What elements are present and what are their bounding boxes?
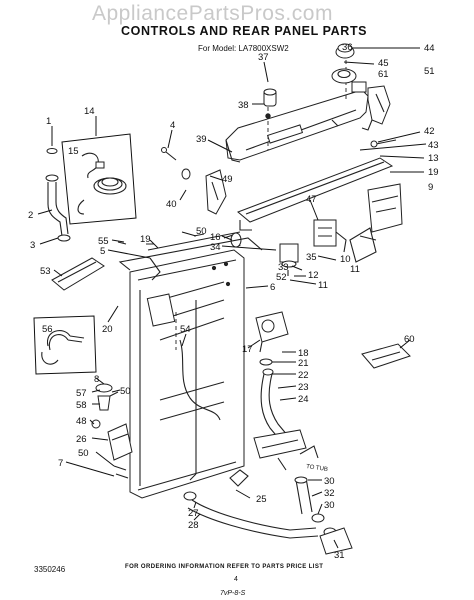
callout-21: 21 — [298, 358, 309, 369]
bracket-53 — [51, 257, 161, 291]
inlet-hose — [45, 148, 71, 242]
screws — [109, 147, 205, 481]
callout-20: 20 — [102, 324, 113, 335]
callout-37: 37 — [258, 52, 269, 63]
callout-numbers: 36 44 37 45 61 51 38 1 14 4 42 43 13 39 … — [28, 42, 439, 561]
callout-32: 32 — [324, 488, 335, 499]
callout-28: 28 — [188, 520, 199, 531]
console-end-cap — [205, 169, 227, 215]
power-cord-group — [61, 133, 137, 225]
callout-52: 52 — [276, 272, 287, 283]
watermark: AppliancePartsPros.com — [92, 2, 333, 25]
callout-42: 42 — [424, 126, 435, 137]
callout-57: 57 — [76, 388, 87, 399]
callout-26: 26 — [76, 434, 87, 445]
callout-31: 31 — [334, 550, 345, 561]
callout-55: 55 — [98, 236, 109, 247]
callout-58: 58 — [76, 400, 87, 411]
pump-bracket — [253, 429, 307, 471]
cabinet-top-rail — [118, 231, 263, 271]
hose-label: TO TUB — [306, 464, 328, 473]
callout-61: 61 — [378, 69, 389, 80]
rear-panel — [129, 249, 245, 499]
callout-25: 25 — [256, 494, 267, 505]
model-line: For Model: LA7800XSW2 — [198, 44, 289, 53]
water-valve — [255, 311, 289, 366]
callout-30b: 30 — [324, 500, 335, 511]
callout-13: 13 — [428, 153, 439, 164]
footer-note: FOR ORDERING INFORMATION REFER TO PARTS … — [125, 564, 324, 570]
callout-5: 5 — [100, 246, 105, 257]
callout-39: 39 — [196, 134, 207, 145]
callout-2: 2 — [28, 210, 33, 221]
callout-11a: 11 — [350, 264, 360, 275]
callout-36: 36 — [342, 42, 353, 53]
callout-6: 6 — [270, 282, 275, 293]
callout-7: 7 — [58, 458, 63, 469]
callout-19a: 19 — [428, 167, 439, 178]
document-number: 3350246 — [34, 565, 66, 574]
knob-38 — [263, 88, 277, 119]
switch-47 — [313, 219, 347, 253]
callout-12: 12 — [308, 270, 319, 281]
timer-box — [359, 183, 403, 241]
callout-49: 49 — [222, 174, 233, 185]
callout-27: 27 — [188, 508, 199, 519]
callout-33: 33 — [278, 262, 289, 273]
callout-48: 48 — [76, 416, 87, 427]
handwritten-note: 7vP-8-S — [220, 590, 246, 597]
callout-50b: 50 — [120, 386, 131, 397]
callout-4: 4 — [170, 120, 175, 131]
switch-assembly-51 — [351, 81, 391, 131]
callout-24: 24 — [298, 394, 309, 405]
callout-40: 40 — [166, 199, 177, 210]
callout-16: 16 — [210, 232, 221, 243]
timer-knob — [331, 43, 357, 84]
callout-23: 23 — [298, 382, 309, 393]
callout-9: 9 — [428, 182, 433, 193]
callout-53: 53 — [40, 266, 51, 277]
callout-3: 3 — [30, 240, 35, 251]
callout-56: 56 — [42, 324, 53, 335]
callout-54: 54 — [180, 324, 191, 335]
callout-1: 1 — [46, 116, 51, 127]
callout-34: 34 — [210, 242, 221, 253]
callout-17: 17 — [242, 344, 253, 355]
callout-51: 51 — [424, 66, 435, 77]
page-number: 4 — [234, 576, 238, 583]
callout-14: 14 — [84, 106, 95, 117]
callout-47: 47 — [306, 194, 317, 205]
callout-50c: 50 — [78, 448, 89, 459]
callout-50a: 50 — [196, 226, 207, 237]
valve-hose — [260, 368, 289, 441]
callout-44: 44 — [424, 43, 435, 54]
callout-43: 43 — [428, 140, 439, 151]
callout-10: 10 — [340, 254, 351, 265]
control-console — [225, 60, 369, 163]
callout-8: 8 — [94, 374, 99, 385]
callout-18: 18 — [298, 348, 309, 359]
relay-33 — [279, 243, 299, 276]
callout-15: 15 — [68, 146, 79, 157]
screw-42 — [370, 139, 397, 148]
callout-19b: 19 — [140, 234, 151, 245]
callout-60: 60 — [404, 334, 415, 345]
part-60 — [361, 343, 411, 369]
callout-35: 35 — [306, 252, 317, 263]
page-title: CONTROLS AND REAR PANEL PARTS — [121, 24, 368, 38]
callout-38: 38 — [238, 100, 249, 111]
drain-hose-group — [33, 315, 97, 375]
callout-30a: 30 — [324, 476, 335, 487]
tub-hose — [294, 445, 353, 555]
drain-pipe — [183, 469, 319, 539]
console-base-rail — [237, 157, 394, 231]
callout-11b: 11 — [318, 280, 328, 291]
callout-45: 45 — [378, 58, 389, 69]
small-fittings — [91, 383, 133, 479]
callout-22: 22 — [298, 370, 309, 381]
bracket-10 — [349, 227, 377, 263]
leader-lines — [37, 47, 427, 549]
